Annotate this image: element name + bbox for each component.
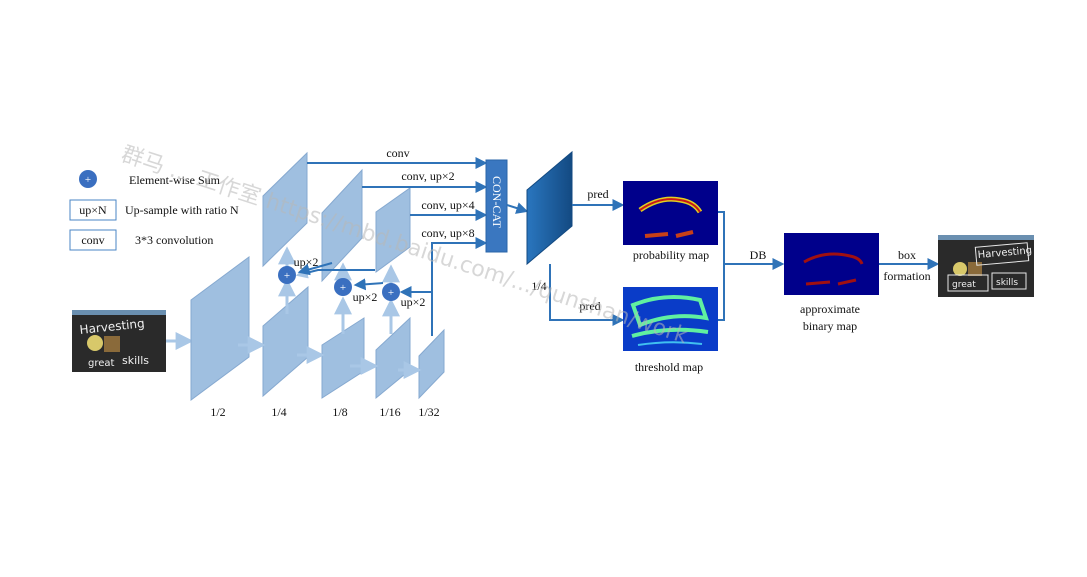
pyramid-block-1 bbox=[262, 151, 308, 268]
pyramid-block-2 bbox=[321, 168, 363, 283]
sum-node-2 bbox=[334, 278, 352, 296]
legend-upsample-box bbox=[69, 199, 117, 221]
sum-node-2-symbol: + bbox=[340, 282, 346, 294]
upsample-label-1: up×2 bbox=[294, 255, 319, 269]
branch-label-up2: conv, up×2 bbox=[401, 169, 454, 183]
output-text-3: skills bbox=[996, 278, 1018, 288]
db-label: DB bbox=[750, 248, 767, 262]
backbone: 1/2 1/4 1/8 1/16 1/32 bbox=[190, 256, 445, 419]
scale-label-eighth: 1/8 bbox=[332, 405, 347, 419]
sum-node-3 bbox=[382, 283, 400, 301]
branch-label-conv: conv bbox=[386, 146, 409, 160]
pred-label-top: pred bbox=[587, 187, 608, 201]
backbone-block-half bbox=[190, 256, 250, 401]
element-wise-sum-icon bbox=[79, 170, 97, 188]
sum-node-3-symbol: + bbox=[388, 287, 394, 299]
legend-conv-label: 3*3 convolution bbox=[135, 233, 213, 247]
pyramid-block-3 bbox=[375, 187, 411, 273]
input-text-2: great bbox=[88, 358, 115, 369]
legend-sum-label: Element-wise Sum bbox=[129, 173, 221, 187]
legend-conv-box bbox=[69, 229, 117, 251]
box-formation-line1: box bbox=[898, 248, 916, 262]
threshold-map: threshold map bbox=[623, 287, 718, 374]
output-text-1: Harvesting bbox=[977, 245, 1032, 261]
concat-label: CON-CAT bbox=[490, 176, 504, 229]
scale-label-quarter: 1/4 bbox=[271, 405, 286, 419]
fused-feature-scale: 1/4 bbox=[531, 279, 546, 293]
output-text-2: great bbox=[952, 280, 976, 290]
sum-node-1-symbol: + bbox=[284, 270, 290, 282]
legend-conv-box-text: conv bbox=[81, 233, 104, 247]
binary-map-label-line2: binary map bbox=[803, 319, 857, 333]
probability-map: probability map bbox=[623, 181, 718, 262]
upsample-label-3: up×2 bbox=[401, 295, 426, 309]
branch-label-up8: conv, up×8 bbox=[421, 226, 474, 240]
branch-arrows: conv conv, up×2 conv, up×4 conv, up×8 bbox=[307, 146, 488, 336]
input-text-3: skills bbox=[122, 354, 149, 367]
pred-label-bottom: pred bbox=[579, 299, 600, 313]
backbone-block-sixteenth bbox=[375, 316, 411, 400]
sum-nodes: + + + bbox=[278, 266, 400, 301]
feature-pyramid bbox=[262, 151, 411, 283]
concat-block: CON-CAT bbox=[485, 159, 508, 253]
binary-map-label-line1: approximate bbox=[800, 302, 860, 316]
legend-sum-symbol: + bbox=[85, 174, 91, 186]
legend-upsample-label: Up-sample with ratio N bbox=[125, 203, 239, 217]
approximate-binary-map: approximate binary map bbox=[784, 233, 879, 333]
probability-map-label: probability map bbox=[633, 248, 709, 262]
fused-feature: 1/4 bbox=[526, 150, 573, 293]
input-image: Harvesting great skills bbox=[72, 310, 166, 372]
scale-label-half: 1/2 bbox=[210, 405, 225, 419]
input-text-1: Harvesting bbox=[79, 316, 145, 337]
scale-label-thirtysecond: 1/32 bbox=[418, 405, 439, 419]
sum-node-1 bbox=[278, 266, 296, 284]
legend-upsample-box-text: up×N bbox=[79, 203, 107, 217]
legend: + Element-wise Sum up×N Up-sample with r… bbox=[69, 170, 239, 251]
upsample-label-2: up×2 bbox=[353, 290, 378, 304]
backbone-block-thirtysecond bbox=[418, 328, 445, 400]
branch-label-up4: conv, up×4 bbox=[421, 198, 474, 212]
threshold-map-label: threshold map bbox=[635, 360, 703, 374]
output-image: Harvesting great skills bbox=[938, 235, 1034, 297]
scale-label-sixteenth: 1/16 bbox=[379, 405, 400, 419]
box-formation-line2: formation bbox=[883, 269, 930, 283]
